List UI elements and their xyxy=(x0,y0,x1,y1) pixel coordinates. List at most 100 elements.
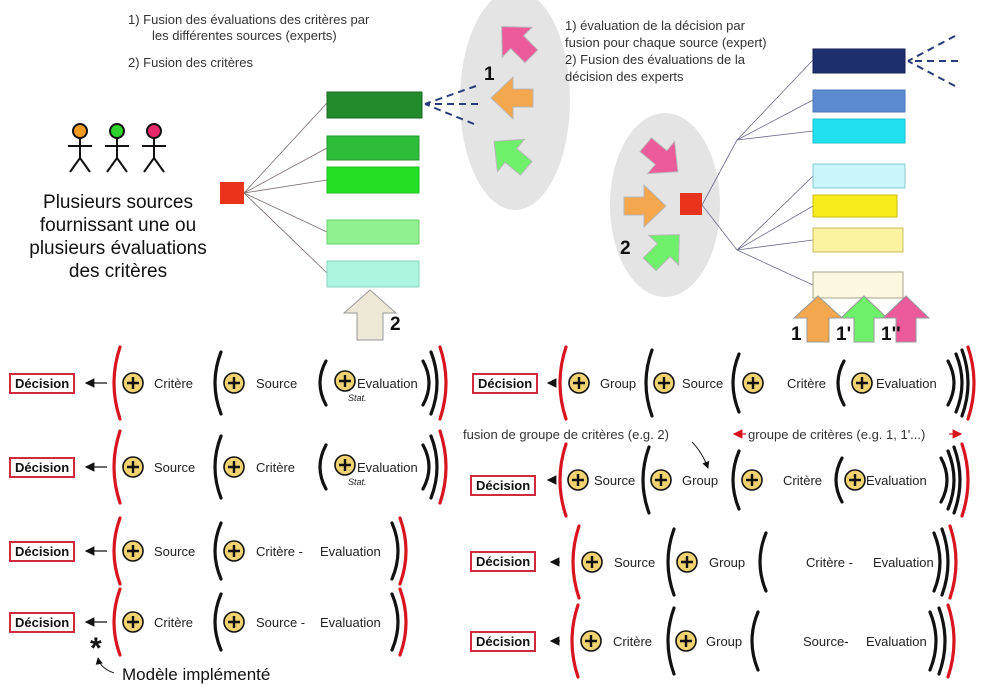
formula-term-4: Evaluation xyxy=(866,473,927,488)
formula-term-2: Group xyxy=(706,634,742,649)
bracket-2-open xyxy=(666,606,676,676)
bracket-2-close xyxy=(937,606,947,676)
decision-box-l1: Décision xyxy=(9,373,76,394)
fusion-plus-icon xyxy=(650,469,672,491)
bracket-2-open xyxy=(641,445,651,515)
bracket-2-close xyxy=(960,348,970,418)
label-1c: 1'' xyxy=(881,324,901,345)
formula-term-inner: Evaluation xyxy=(357,376,418,391)
outer-bracket-open xyxy=(570,603,580,679)
fusion-plus-icon xyxy=(676,551,698,573)
fusion-plus-icon xyxy=(122,372,144,394)
bracket-2-close xyxy=(952,445,962,515)
fusion-plus-icon xyxy=(223,611,245,633)
formula-term-outer: Source xyxy=(154,544,195,559)
outer-bracket-open xyxy=(112,587,122,657)
implemented-model-note: Modèle implémenté xyxy=(122,665,271,684)
fusion-plus-icon xyxy=(122,611,144,633)
formula-term-outer: Source xyxy=(154,460,195,475)
top-left-note-1: 1) Fusion des évaluations des critères p… xyxy=(128,12,370,27)
formula-term-4: Evaluation xyxy=(876,376,937,391)
middle-bracket-open xyxy=(213,434,223,500)
formula-term-inner: Evaluation xyxy=(357,460,418,475)
implemented-star: * xyxy=(90,632,102,665)
decision-box-l4: Décision xyxy=(9,612,76,633)
inner-bracket-close xyxy=(421,443,431,491)
outer-bracket-close xyxy=(438,429,448,505)
bracket-4-close xyxy=(939,456,949,504)
group-fusion-annotation: fusion de groupe de critères (e.g. 2) xyxy=(463,427,669,442)
fusion-arrows-1 xyxy=(490,26,539,176)
formula-term-1: Critère xyxy=(613,634,652,649)
formula-term-stat: Stat. xyxy=(348,393,367,403)
right-tree xyxy=(680,35,958,299)
formula-term-1: Group xyxy=(600,376,636,391)
decision-box-l3: Décision xyxy=(9,541,76,562)
outer-bracket-open xyxy=(558,345,568,421)
fusion-arrows-2 xyxy=(623,137,680,272)
outer-bracket-close xyxy=(960,442,970,518)
outer-bracket-close xyxy=(946,603,956,679)
outer-bracket-open xyxy=(112,516,122,586)
label-2-right: 2 xyxy=(620,238,631,259)
bracket-3-open xyxy=(758,531,768,593)
top-left-note-3: 2) Fusion des critères xyxy=(128,55,253,70)
fusion-plus-icon xyxy=(223,372,245,394)
label-1-top: 1 xyxy=(484,64,495,85)
label-2-bottom: 2 xyxy=(390,314,401,335)
fusion-plus-icon xyxy=(675,630,697,652)
top-right-note-4: décision des experts xyxy=(565,69,684,84)
fusion-plus-icon xyxy=(580,630,602,652)
middle-bracket-close xyxy=(390,592,400,652)
middle-bracket-close xyxy=(429,434,439,500)
formula-term-3: Critère xyxy=(787,376,826,391)
outer-bracket-close xyxy=(398,587,408,657)
fusion-plus-icon xyxy=(223,456,245,478)
outer-bracket-open xyxy=(571,524,581,600)
outer-bracket-close xyxy=(438,345,448,421)
formula-term-inner: Evaluation xyxy=(320,615,381,630)
formula-term-3: Source- xyxy=(803,634,849,649)
formula-term-middle: Critère - xyxy=(256,544,303,559)
bracket-4-open xyxy=(836,359,846,407)
formula-term-middle: Source xyxy=(256,376,297,391)
label-1b: 1' xyxy=(836,324,852,345)
formula-term-middle: Source - xyxy=(256,615,305,630)
fusion-plus-icon xyxy=(122,540,144,562)
bracket-3-close xyxy=(928,610,938,672)
middle-bracket-close xyxy=(390,521,400,581)
fusion-plus-icon xyxy=(122,456,144,478)
bracket-3-open xyxy=(731,352,741,414)
right-root-node xyxy=(680,193,702,215)
top-left-note-2: les différentes sources (experts) xyxy=(152,28,337,43)
bracket-3-open xyxy=(750,610,760,672)
formula-term-3: Critère xyxy=(783,473,822,488)
formula-term-2: Group xyxy=(682,473,718,488)
formula-term-1: Source xyxy=(594,473,635,488)
formula-term-3: Critère - xyxy=(806,555,853,570)
inner-bracket-open xyxy=(318,443,328,491)
fusion-plus-icon xyxy=(844,469,866,491)
bracket-4-open xyxy=(834,456,844,504)
outer-bracket-open xyxy=(112,345,122,421)
fusion-plus-icon xyxy=(223,540,245,562)
decision-box-r3: Décision xyxy=(470,551,537,572)
middle-bracket-open xyxy=(213,592,223,652)
formula-term-2: Group xyxy=(709,555,745,570)
formula-term-middle: Critère xyxy=(256,460,295,475)
sources-caption-1: Plusieurs sources xyxy=(43,192,193,213)
up-arrows xyxy=(342,289,931,343)
decision-box-r2: Décision xyxy=(470,475,537,496)
annotation-arrows xyxy=(95,429,963,674)
formula-term-inner: Evaluation xyxy=(320,544,381,559)
sources-caption-4: des critères xyxy=(68,261,168,282)
bracket-2-open xyxy=(666,527,676,597)
inner-bracket-close xyxy=(421,359,431,407)
bracket-4-close xyxy=(946,359,956,407)
bracket-3-close xyxy=(932,531,942,593)
top-right-note-2: fusion pour chaque source (expert) xyxy=(565,35,767,50)
outer-bracket-close xyxy=(948,524,958,600)
left-tree xyxy=(220,85,478,288)
